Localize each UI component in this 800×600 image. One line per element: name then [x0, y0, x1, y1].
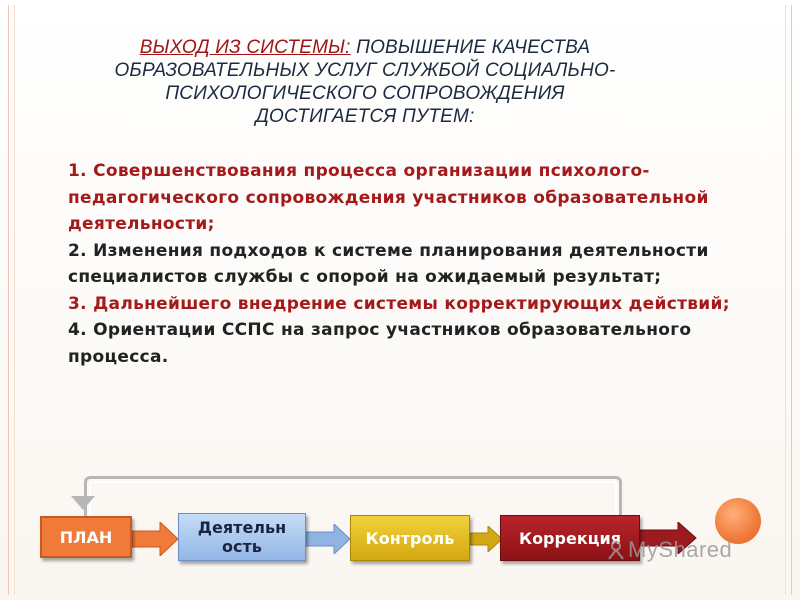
title-line-1: ВЫХОД ИЗ СИСТЕМЫ: ПОВЫШЕНИЕ КАЧЕСТВА [60, 36, 670, 59]
title-line-2: ОБРАЗОВАТЕЛЬНЫХ УСЛУГ СЛУЖБОЙ СОЦИАЛЬНО- [114, 60, 616, 81]
activity-line-1: Деятельн [197, 518, 287, 537]
feedback-loop-highlight [89, 481, 617, 516]
arrow-right-icon [306, 524, 351, 554]
title-line-4: ДОСТИГАЕТСЯ ПУТЕМ: [255, 106, 475, 127]
arrow-right-icon [132, 522, 179, 556]
title-line-3: ПСИХОЛОГИЧЕСКОГО СОПРОВОЖДЕНИЯ [165, 83, 565, 104]
flow-step-correction: Коррекция [500, 515, 640, 561]
watermark-text: MyShared [628, 537, 733, 562]
arrow-right-icon [638, 522, 697, 554]
list-item: 2. Изменения подходов к системе планиров… [68, 240, 709, 288]
feedback-arrow-head-icon [71, 496, 95, 510]
flow-step-plan: ПЛАН [40, 516, 132, 558]
goals-list: 1. Совершенствования процесса организаци… [68, 158, 748, 370]
watermark: MyShared [606, 537, 776, 571]
arrow-right-icon [470, 526, 503, 552]
title-line1-rest: ПОВЫШЕНИЕ КАЧЕСТВА [350, 37, 591, 58]
list-item: 1. Совершенствования процесса организаци… [68, 161, 709, 234]
flow-step-activity: Деятельн ость [178, 513, 306, 561]
flow-step-control: Контроль [350, 515, 470, 561]
list-item: 4. Ориентации ССПС на запрос участников … [68, 320, 692, 367]
title-lead: ВЫХОД ИЗ СИСТЕМЫ: [139, 37, 351, 58]
decorative-circle [715, 498, 761, 544]
flow-step-plan-label: ПЛАН [59, 527, 113, 547]
watermark-logo-icon [608, 541, 624, 560]
slide-frame-inner [14, 5, 786, 595]
activity-line-2: ость [222, 537, 262, 556]
flow-step-activity-label: Деятельн ость [198, 518, 286, 556]
slide-title: ВЫХОД ИЗ СИСТЕМЫ: ПОВЫШЕНИЕ КАЧЕСТВА ОБР… [60, 36, 670, 128]
flow-step-correction-label: Коррекция [518, 528, 622, 548]
list-item: 3. Дальнейшего внедрение системы коррект… [68, 293, 730, 314]
slide-frame [8, 5, 792, 595]
flow-step-control-label: Контроль [365, 528, 455, 548]
